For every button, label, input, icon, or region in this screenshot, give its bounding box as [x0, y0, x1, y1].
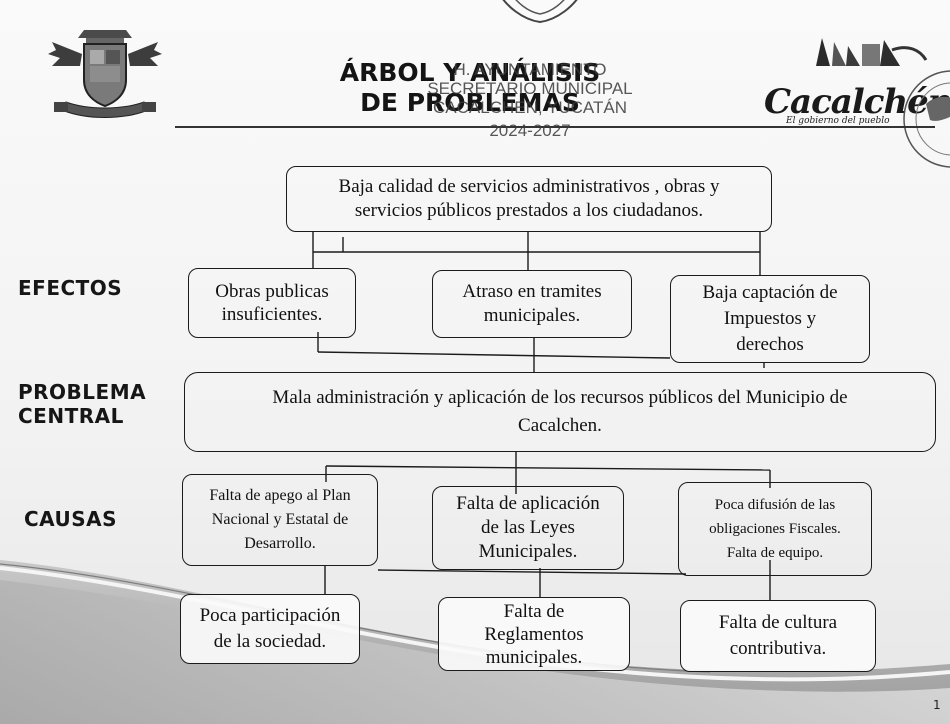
top-effect-line-1: Baja calidad de servicios administrativo… [338, 176, 720, 197]
eagle-seal-icon [502, 0, 578, 24]
label-problema-line-1: PROBLEMA [18, 380, 147, 404]
root-cause-box-2: Falta de Reglamentos municipales. [438, 597, 630, 671]
cause-box-3: Poca difusión de las obligaciones Fiscal… [678, 482, 872, 576]
cause-3-line-2: obligaciones Fiscales. [709, 521, 841, 537]
effect-box-1: Obras publicas insuficientes. [188, 268, 356, 338]
cause-box-2: Falta de aplicación de las Leyes Municip… [432, 486, 624, 570]
effect-1-line-2: insuficientes. [221, 304, 323, 325]
stamp-line-4: 2024-2027 [489, 121, 571, 140]
top-effect-box: Baja calidad de servicios administrativo… [286, 166, 772, 232]
cause-1-line-1: Falta de apego al Plan [209, 487, 351, 504]
label-problema-central: PROBLEMA CENTRAL [18, 380, 146, 428]
root-cause-2-line-1: Falta de [503, 600, 565, 622]
effect-3-line-1: Baja captación de [702, 282, 838, 303]
page-number: 1 [933, 698, 941, 712]
effect-2-line-2: municipales. [483, 305, 581, 326]
label-causas: CAUSAS [24, 507, 118, 531]
root-cause-2-line-2: Reglamentos [484, 623, 584, 645]
cause-1-line-2: Nacional y Estatal de [211, 511, 349, 528]
label-problema-line-2: CENTRAL [18, 404, 124, 428]
root-cause-3-line-2: contributiva. [729, 638, 827, 659]
brand-tagline: El gobierno del pueblo [786, 116, 890, 126]
effect-3-line-3: derechos [736, 334, 804, 355]
effect-box-2: Atraso en tramites municipales. [432, 270, 632, 338]
central-problem-box: Mala administración y aplicación de los … [184, 372, 936, 452]
cause-3-line-1: Poca difusión de las [714, 497, 836, 513]
central-problem-line-2: Cacalchen. [518, 415, 602, 436]
title-line-1: ÁRBOL Y ANÁLISIS [339, 58, 601, 87]
root-cause-1-line-1: Poca participación [199, 605, 341, 626]
cacalchen-brand-logo [816, 38, 928, 66]
national-seal-icon [903, 70, 950, 168]
cause-2-line-3: Municipales. [478, 541, 578, 562]
cause-2-line-2: de las Leyes [481, 517, 575, 538]
stamp-line-3: CACALCHEN, YUCATÁN [433, 98, 627, 117]
effect-1-line-1: Obras publicas [215, 281, 329, 302]
top-effect-line-2: servicios públicos prestados a los ciuda… [354, 200, 704, 221]
root-cause-box-3: Falta de cultura contributiva. [680, 600, 876, 672]
effect-2-line-1: Atraso en tramites [462, 281, 602, 302]
central-problem-line-1: Mala administración y aplicación de los … [272, 387, 848, 408]
title-line-2: DE PROBLEMAS [360, 88, 580, 117]
stamp-line-2: SECRETARIO MUNICIPAL [427, 79, 633, 98]
brand-name: Cacalchén [764, 82, 950, 122]
root-cause-1-line-2: de la sociedad. [213, 631, 327, 652]
municipal-crest-logo [48, 30, 162, 118]
page-title: ÁRBOL Y ANÁLISIS DE PROBLEMAS [320, 58, 620, 118]
root-cause-3-line-1: Falta de cultura [718, 612, 838, 633]
stamp-line-1: H. AYUNTAMIENTO [453, 60, 607, 79]
root-cause-2-line-3: municipales. [485, 646, 583, 668]
root-cause-box-1: Poca participación de la sociedad. [180, 594, 360, 664]
cause-1-line-3: Desarrollo. [244, 535, 316, 552]
cause-3-line-3: Falta de equipo. [726, 545, 824, 561]
cause-box-1: Falta de apego al Plan Nacional y Estata… [182, 474, 378, 566]
effect-box-3: Baja captación de Impuestos y derechos [670, 275, 870, 363]
header-divider [175, 126, 935, 128]
official-stamp: H. AYUNTAMIENTO SECRETARIO MUNICIPAL CAC… [385, 60, 675, 140]
cause-2-line-1: Falta de aplicación [456, 493, 600, 514]
label-efectos: EFECTOS [18, 276, 123, 300]
effect-3-line-2: Impuestos y [723, 308, 817, 329]
